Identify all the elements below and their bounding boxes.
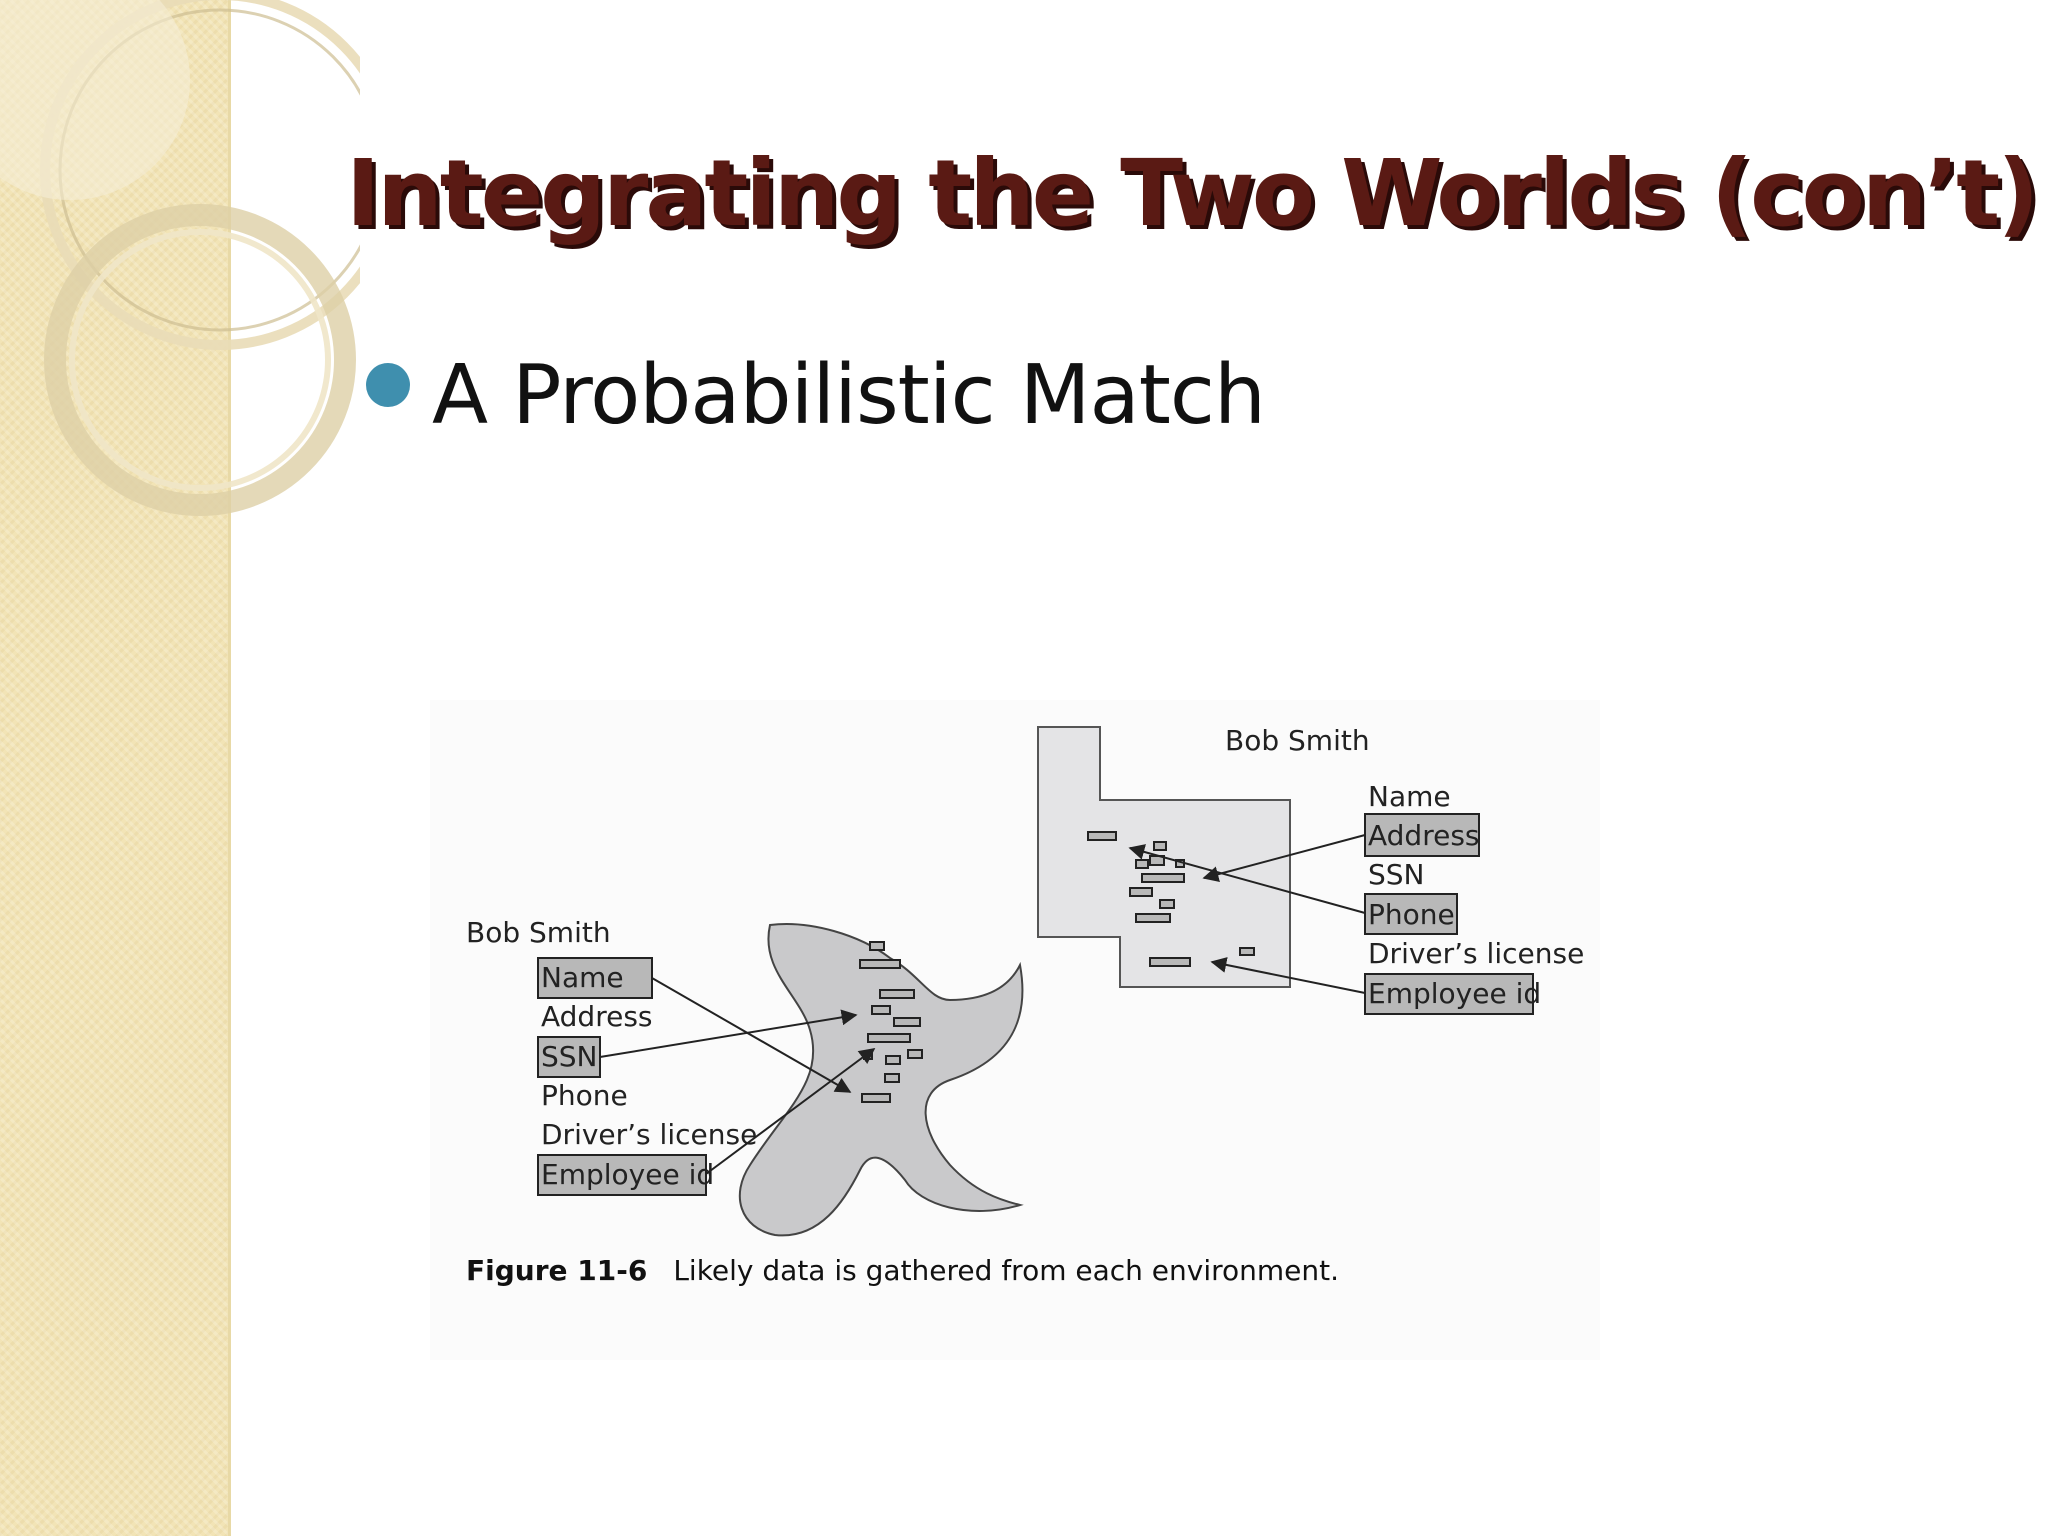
right-field-box-phone: [1364, 893, 1458, 935]
environment-shape-left: [738, 923, 1024, 1237]
right-field-ssn: SSN: [1368, 858, 1425, 891]
figure-caption: Figure 11-6 Likely data is gathered from …: [466, 1254, 1339, 1287]
figure-diagram: Bob Smith Name Address SSN Phone Driver’…: [466, 724, 1584, 1237]
right-record-owner: Bob Smith: [1225, 724, 1370, 757]
arrow-left-ssn: [599, 1009, 858, 1058]
left-field-box-ssn: [537, 1036, 601, 1078]
figure-caption-label: Figure 11-6: [466, 1254, 648, 1287]
right-field-phone: Phone: [1368, 898, 1455, 931]
arrow-left-employee-id: [705, 1048, 876, 1175]
left-field-box-employee-id: [537, 1154, 707, 1196]
bullet-text: A Probabilistic Match: [432, 348, 1266, 443]
left-field-box-name: [537, 957, 653, 999]
left-field-address: Address: [541, 1000, 653, 1033]
slide-title: Integrating the Two Worlds (con’t): [346, 140, 2039, 247]
arrow-right-phone: [1128, 844, 1366, 914]
figure-caption-text: Likely data is gathered from each enviro…: [673, 1254, 1340, 1287]
decorative-rings: [0, 0, 360, 516]
arrow-right-address: [1202, 834, 1366, 883]
left-field-employee-id: Employee id: [541, 1158, 714, 1191]
right-field-employee-id: Employee id: [1368, 977, 1541, 1010]
arrow-left-name: [651, 977, 852, 1093]
arrow-right-employee-id: [1210, 957, 1366, 994]
bullet-item: A Probabilistic Match: [366, 348, 1266, 443]
bullet-dot-icon: [366, 362, 410, 407]
left-field-phone: Phone: [541, 1079, 628, 1112]
right-field-name: Name: [1368, 780, 1451, 813]
figure-probabilistic-match: Bob Smith Name Address SSN Phone Driver’…: [430, 700, 1600, 1360]
left-field-name: Name: [541, 961, 624, 994]
right-field-address: Address: [1368, 819, 1480, 852]
right-field-box-employee-id: [1364, 973, 1534, 1015]
left-record-owner: Bob Smith: [466, 916, 611, 949]
left-field-ssn: SSN: [541, 1040, 598, 1073]
left-field-drivers-license: Driver’s license: [541, 1118, 757, 1151]
right-field-drivers-license: Driver’s license: [1368, 937, 1584, 970]
